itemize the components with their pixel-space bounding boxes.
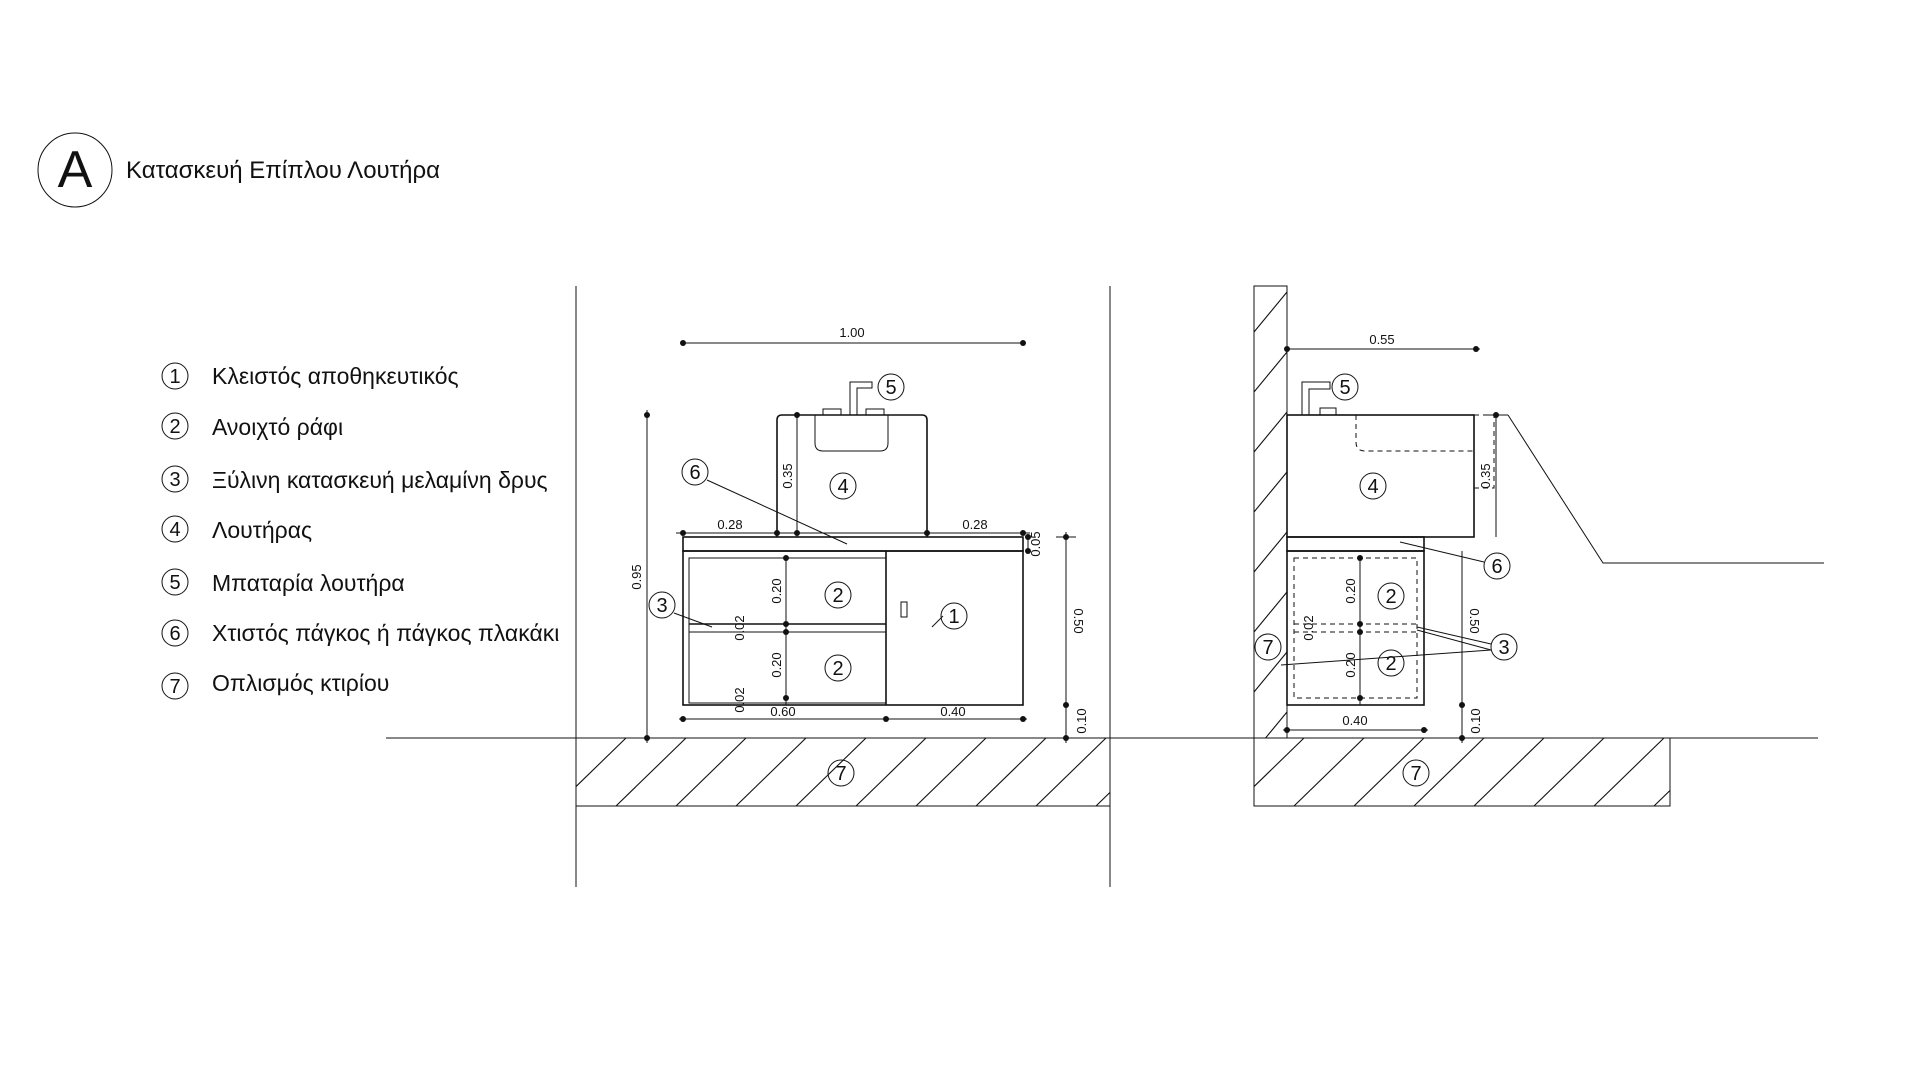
svg-text:0.28: 0.28 xyxy=(962,517,987,532)
svg-text:3: 3 xyxy=(169,469,180,491)
side-cabinet xyxy=(1286,550,1425,706)
svg-text:5: 5 xyxy=(885,377,896,399)
svg-text:5: 5 xyxy=(1339,377,1350,399)
svg-text:0.60: 0.60 xyxy=(770,704,795,719)
side-wall-hatch xyxy=(1254,291,1287,738)
side-faucet xyxy=(1301,381,1331,415)
legend-label: Λουτήρας xyxy=(212,517,312,543)
legend-label: Μπαταρία λουτήρα xyxy=(212,570,405,596)
legend-item: 6 Χτιστός πάγκος ή πάγκος πλακάκι xyxy=(161,619,559,647)
svg-text:2: 2 xyxy=(832,585,843,607)
front-floor-hatch xyxy=(576,738,1110,806)
legend-item: 2 Ανοιχτό ράφι xyxy=(161,412,343,440)
side-wall xyxy=(1253,285,1288,739)
svg-text:1.00: 1.00 xyxy=(839,325,864,340)
svg-text:0.02: 0.02 xyxy=(732,687,747,712)
legend-label: Χτιστός πάγκος ή πάγκος πλακάκι xyxy=(212,620,559,646)
legend-item: 1 Κλειστός αποθηκευτικός xyxy=(161,362,459,390)
svg-text:6: 6 xyxy=(1491,556,1502,578)
svg-text:0.50: 0.50 xyxy=(1071,608,1086,633)
svg-text:0.35: 0.35 xyxy=(1478,463,1493,488)
svg-text:4: 4 xyxy=(1367,476,1378,498)
page-title: Κατασκευή Επίπλου Λουτήρα xyxy=(126,157,440,184)
front-floor-slab xyxy=(575,737,1111,807)
svg-text:0.20: 0.20 xyxy=(769,578,784,603)
legend-item: 3 Ξύλινη κατασκευή μελαμίνη δρυς xyxy=(161,465,548,493)
svg-text:0.05: 0.05 xyxy=(1028,531,1043,556)
side-countertop xyxy=(1286,536,1425,552)
svg-text:0.28: 0.28 xyxy=(717,517,742,532)
side-floor-slab xyxy=(1253,737,1671,807)
svg-text:0.40: 0.40 xyxy=(1342,713,1367,728)
legend-label: Ξύλινη κατασκευή μελαμίνη δρυς xyxy=(212,467,548,493)
svg-text:3: 3 xyxy=(656,595,667,617)
title-block: A Κατασκευή Επίπλου Λουτήρα xyxy=(37,132,440,208)
svg-text:0.10: 0.10 xyxy=(1074,708,1089,733)
svg-text:4: 4 xyxy=(837,476,848,498)
svg-text:0.95: 0.95 xyxy=(629,564,644,589)
front-countertop xyxy=(682,536,1024,552)
svg-text:0.35: 0.35 xyxy=(780,463,795,488)
svg-text:0.40: 0.40 xyxy=(940,704,965,719)
front-basin xyxy=(776,414,928,537)
svg-text:1: 1 xyxy=(948,606,959,628)
door-handle xyxy=(900,601,908,618)
svg-text:2: 2 xyxy=(1385,653,1396,675)
legend-item: 7 Οπλισμός κτιρίου xyxy=(161,670,389,700)
front-elevation: 1.00 0.28 0.28 0.35 0.95 0.05 0.50 0.10 … xyxy=(575,286,1111,887)
svg-text:0.50: 0.50 xyxy=(1467,608,1482,633)
svg-text:6: 6 xyxy=(689,462,700,484)
svg-text:6: 6 xyxy=(169,623,180,645)
svg-text:2: 2 xyxy=(169,416,180,438)
svg-text:0.20: 0.20 xyxy=(1343,652,1358,677)
svg-text:0.02: 0.02 xyxy=(1301,615,1316,640)
side-elevation: 0.55 0.35 0.50 0.10 0.20 0.20 0.02 0.40 … xyxy=(1253,285,1824,807)
legend: 1 Κλειστός αποθηκευτικός 2 Ανοιχτό ράφι … xyxy=(161,362,559,700)
legend-item: 5 Μπαταρία λουτήρα xyxy=(161,568,405,596)
legend-label: Οπλισμός κτιρίου xyxy=(212,670,389,696)
svg-text:4: 4 xyxy=(169,519,180,541)
legend-item: 4 Λουτήρας xyxy=(161,515,312,543)
svg-text:3: 3 xyxy=(1498,637,1509,659)
svg-text:7: 7 xyxy=(169,676,180,698)
svg-text:0.10: 0.10 xyxy=(1468,708,1483,733)
svg-text:7: 7 xyxy=(1262,637,1273,659)
svg-text:7: 7 xyxy=(1410,763,1421,785)
front-basin-bowl xyxy=(814,415,889,452)
front-cabinet xyxy=(682,550,1024,706)
svg-text:0.20: 0.20 xyxy=(1343,578,1358,603)
svg-text:2: 2 xyxy=(1385,586,1396,608)
svg-text:1: 1 xyxy=(169,366,180,388)
title-circle xyxy=(37,132,113,208)
svg-text:5: 5 xyxy=(169,572,180,594)
svg-text:0.02: 0.02 xyxy=(732,615,747,640)
side-basin-bowl xyxy=(1355,415,1474,452)
legend-label: Κλειστός αποθηκευτικός xyxy=(212,363,459,389)
side-leader-line xyxy=(1507,414,1824,564)
front-faucet xyxy=(849,381,873,415)
legend-label: Ανοιχτό ράφι xyxy=(212,414,343,440)
side-floor-hatch xyxy=(1254,738,1670,806)
svg-text:0.20: 0.20 xyxy=(769,652,784,677)
title-letter: A xyxy=(58,141,93,199)
svg-text:7: 7 xyxy=(835,763,846,785)
svg-text:2: 2 xyxy=(832,658,843,680)
svg-text:0.55: 0.55 xyxy=(1369,332,1394,347)
